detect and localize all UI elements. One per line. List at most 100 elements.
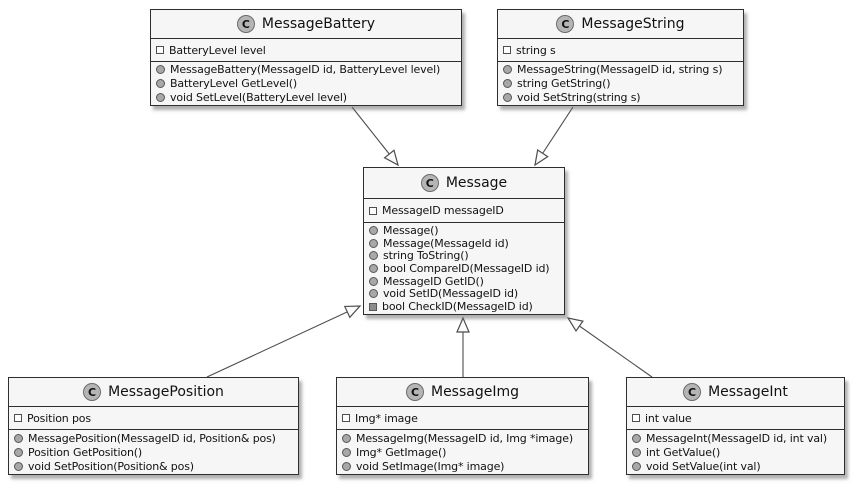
- class-box-messageint: C MessageInt int value MessageInt(Messag…: [626, 377, 845, 475]
- method-text: MessageID GetID(): [383, 274, 484, 288]
- method-row: void SetString(string s): [503, 90, 738, 104]
- class-name: MessageString: [581, 16, 685, 32]
- field-text: string s: [516, 43, 556, 57]
- fields-compartment: Img* image: [337, 407, 588, 430]
- public-method-circle-icon: [156, 79, 165, 88]
- class-name: MessageImg: [430, 384, 519, 400]
- field-row: Position pos: [14, 411, 293, 426]
- method-text: Message(MessageId id): [383, 236, 509, 250]
- method-row: string ToString(): [369, 249, 559, 262]
- method-text: void SetValue(int val): [646, 459, 761, 473]
- public-method-circle-icon: [156, 92, 165, 102]
- class-box-messagestring: C MessageString string s MessageString(M…: [497, 9, 744, 106]
- methods-compartment: MessageBattery(MessageID id, BatteryLeve…: [151, 62, 461, 105]
- method-text: bool CheckID(MessageID id): [382, 300, 533, 314]
- fields-compartment: Position pos: [9, 407, 298, 430]
- method-text: int GetValue(): [646, 445, 721, 459]
- fields-compartment: string s: [498, 39, 743, 62]
- method-row: Message(): [369, 224, 559, 237]
- class-header: C MessageString: [498, 10, 743, 39]
- class-header: C MessageInt: [627, 378, 844, 407]
- methods-compartment: MessagePosition(MessageID id, Position& …: [9, 430, 298, 474]
- class-badge-icon: C: [405, 383, 424, 401]
- public-method-circle-icon: [503, 79, 512, 88]
- public-method-circle-icon: [369, 264, 378, 273]
- method-row: MessageImg(MessageID id, Img *image): [342, 431, 583, 445]
- method-row: bool CompareID(MessageID id): [369, 262, 559, 275]
- public-method-circle-icon: [632, 433, 641, 443]
- method-row: MessageID GetID(): [369, 275, 559, 288]
- public-method-circle-icon: [369, 251, 378, 261]
- class-badge-icon: C: [556, 15, 575, 33]
- method-row: Position GetPosition(): [14, 445, 293, 459]
- method-row: bool CheckID(MessageID id): [369, 300, 559, 313]
- method-row: void SetLevel(BatteryLevel level): [156, 90, 456, 104]
- class-badge-icon: C: [683, 383, 702, 401]
- class-badge-icon: C: [420, 174, 439, 192]
- method-row: Img* GetImage(): [342, 445, 583, 459]
- method-row: MessageBattery(MessageID id, BatteryLeve…: [156, 63, 456, 77]
- field-row: MessageID messageID: [369, 204, 559, 217]
- method-text: void SetImage(Img* image): [356, 459, 505, 473]
- method-row: void SetID(MessageID id): [369, 287, 559, 301]
- method-text: Position GetPosition(): [28, 445, 143, 459]
- class-header: C MessageImg: [337, 378, 588, 407]
- method-text: void SetLevel(BatteryLevel level): [170, 90, 347, 104]
- methods-compartment: MessageImg(MessageID id, Img *image) Img…: [337, 430, 588, 474]
- field-text: MessageID messageID: [382, 204, 504, 217]
- field-square-icon: [14, 414, 22, 422]
- method-row: MessagePosition(MessageID id, Position& …: [14, 431, 293, 445]
- method-text: void SetID(MessageID id): [383, 287, 518, 301]
- method-text: void SetString(string s): [517, 90, 641, 104]
- inheritance-arrow-messagestring-to-message: [534, 106, 574, 167]
- method-text: Img* GetImage(): [356, 445, 447, 459]
- class-badge-icon: C: [83, 383, 102, 401]
- class-box-messageimg: C MessageImg Img* image MessageImg(Messa…: [336, 377, 589, 475]
- method-text: MessageImg(MessageID id, Img *image): [356, 431, 573, 445]
- class-box-messageposition: C MessagePosition Position pos MessagePo…: [8, 377, 299, 475]
- public-method-circle-icon: [632, 461, 641, 471]
- method-row: void SetPosition(Position& pos): [14, 459, 293, 473]
- class-name: MessageInt: [708, 384, 788, 400]
- fields-compartment: BatteryLevel level: [151, 39, 461, 62]
- class-name: MessagePosition: [108, 384, 224, 400]
- public-method-circle-icon: [369, 276, 378, 286]
- methods-compartment: MessageInt(MessageID id, int val) int Ge…: [627, 430, 844, 474]
- static-method-square-icon: [369, 302, 377, 311]
- field-text: Position pos: [27, 411, 91, 425]
- public-method-circle-icon: [503, 65, 512, 75]
- field-square-icon: [156, 46, 164, 54]
- class-box-messagebattery: C MessageBattery BatteryLevel level Mess…: [150, 9, 462, 106]
- field-text: BatteryLevel level: [169, 43, 266, 57]
- method-text: MessageInt(MessageID id, int val): [646, 431, 827, 445]
- field-square-icon: [369, 206, 377, 215]
- method-row: MessageString(MessageID id, string s): [503, 63, 738, 77]
- inheritance-arrow-messageposition-to-message: [206, 305, 362, 378]
- inheritance-arrow-messagebattery-to-message: [351, 106, 399, 167]
- field-row: Img* image: [342, 411, 583, 426]
- public-method-circle-icon: [369, 238, 378, 248]
- public-method-circle-icon: [14, 433, 23, 443]
- fields-compartment: MessageID messageID: [364, 199, 564, 223]
- field-text: int value: [645, 411, 692, 425]
- class-header: C MessageBattery: [151, 10, 461, 39]
- method-text: BatteryLevel GetLevel(): [170, 77, 298, 90]
- fields-compartment: int value: [627, 407, 844, 430]
- method-text: string GetString(): [517, 77, 611, 90]
- method-row: Message(MessageId id): [369, 236, 559, 250]
- field-text: Img* image: [355, 411, 418, 425]
- field-row: int value: [632, 411, 839, 426]
- class-box-message: C Message MessageID messageID Message() …: [363, 167, 565, 315]
- field-square-icon: [632, 414, 640, 422]
- public-method-circle-icon: [369, 225, 378, 235]
- methods-compartment: Message() Message(MessageId id) string T…: [364, 223, 564, 314]
- public-method-circle-icon: [342, 461, 351, 471]
- methods-compartment: MessageString(MessageID id, string s) st…: [498, 62, 743, 105]
- public-method-circle-icon: [342, 447, 351, 457]
- public-method-circle-icon: [14, 447, 23, 457]
- method-row: BatteryLevel GetLevel(): [156, 77, 456, 91]
- public-method-circle-icon: [632, 447, 641, 457]
- public-method-circle-icon: [342, 433, 351, 443]
- method-row: void SetValue(int val): [632, 459, 839, 473]
